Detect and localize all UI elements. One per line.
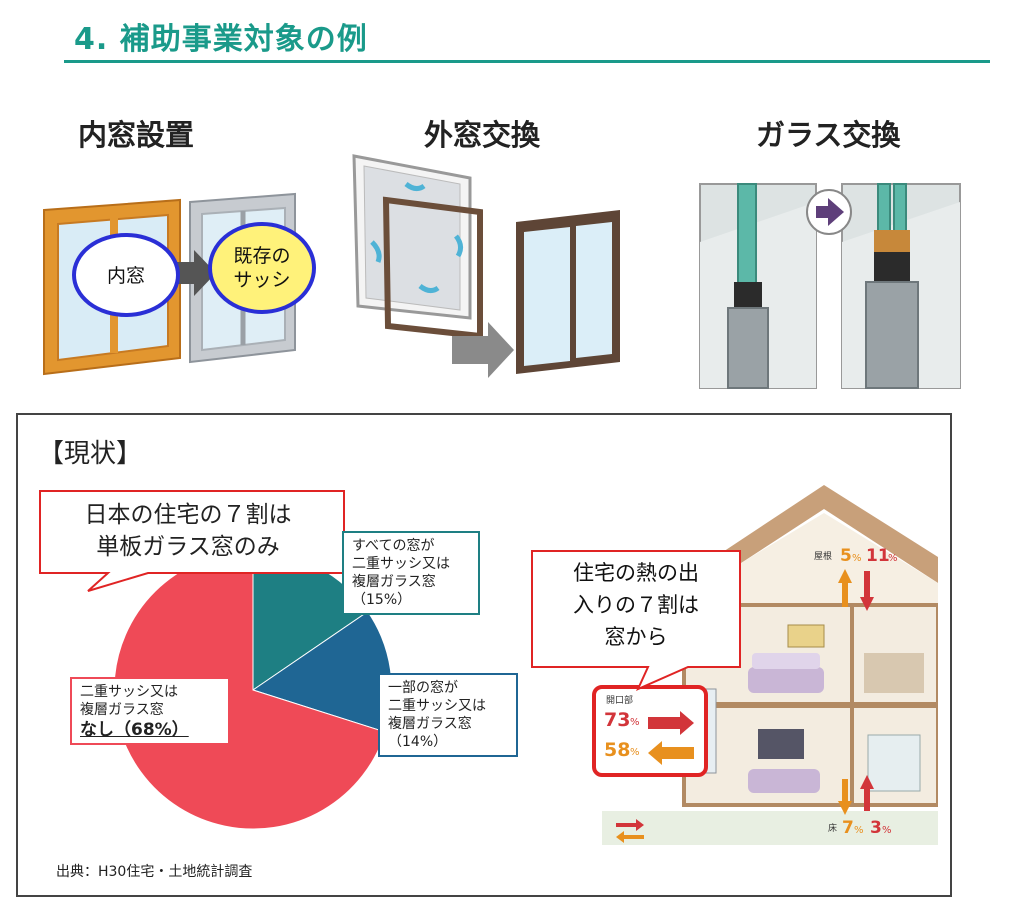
heading-outer-window: 外窓交換 <box>424 118 541 152</box>
source-note: 出典：H30住宅・土地統計調査 <box>56 864 253 880</box>
main-callout-line-2: 単板ガラス窓のみ <box>96 534 280 560</box>
glass-replacement-illustration <box>699 183 961 389</box>
main-callout-line-1: 日本の住宅の７割は <box>84 502 292 528</box>
opening-arrows <box>648 711 694 765</box>
floor-label: 床 <box>828 822 837 834</box>
opening-label: 開口部 <box>606 696 634 706</box>
opening-highlight: 開口部 73 % 58 % <box>592 685 708 777</box>
floor-in-unit: % <box>882 825 892 836</box>
heading-glass: ガラス交換 <box>756 118 901 152</box>
pie-label-partial: 一部の窓が 二重サッシ又は 複層ガラス窓 （14%） <box>378 673 518 757</box>
heat-callout-line-2: 入りの７割は <box>573 593 699 617</box>
roof-label: 屋根 <box>814 550 832 562</box>
inner-window-illustration: 内窓 既存の サッシ <box>43 192 316 376</box>
roof-in-unit: % <box>888 553 898 564</box>
pie-label-none-value: なし（68%） <box>80 720 189 740</box>
pie-label-all-line-1: すべての窓が <box>352 538 435 554</box>
pie-label-all: すべての窓が 二重サッシ又は 複層ガラス窓 （15%） <box>342 531 480 615</box>
status-heading: 【現状】 <box>38 439 143 469</box>
existing-sash-label-2: サッシ <box>233 269 290 291</box>
pie-label-none-line-1: 二重サッシ又は <box>80 684 178 700</box>
heat-callout-line-1: 住宅の熱の出 <box>573 561 699 585</box>
heat-callout-line-3: 窓から <box>604 625 668 649</box>
heat-callout: 住宅の熱の出 入りの７割は 窓から <box>534 557 738 653</box>
floor-out-value: 7 <box>842 818 854 838</box>
roof-out-value: 5 <box>840 546 852 566</box>
pie-label-all-line-4: （15%） <box>352 592 412 608</box>
status-panel: 【現状】 日本の住宅の７割は 単板ガラス窓のみ 二重サッシ又は 複層ガラス窓 な… <box>16 413 952 897</box>
opening-out-value: 73 <box>604 709 631 731</box>
house-illustration: 屋根 5 % 11 % 床 7 % 3 % <box>602 485 938 845</box>
pie-label-partial-line-1: 一部の窓が <box>388 680 458 696</box>
pie-label-none: 二重サッシ又は 複層ガラス窓 なし（68%） <box>70 677 230 745</box>
page-title: 4. 補助事業対象の例 <box>74 22 368 57</box>
roof-out-unit: % <box>852 553 862 564</box>
heat-callout-shape <box>531 550 741 691</box>
existing-sash-label-1: 既存の <box>233 245 290 267</box>
heading-inner-window: 内窓設置 <box>78 118 195 152</box>
floor-out-unit: % <box>854 825 864 836</box>
pie-label-none-line-2: 複層ガラス窓 <box>80 702 164 718</box>
pie-label-all-line-2: 二重サッシ又は <box>352 556 450 572</box>
outer-window-illustration <box>352 154 620 378</box>
main-callout-shape <box>39 490 345 592</box>
opening-in-unit: % <box>630 747 640 758</box>
main-callout: 日本の住宅の７割は 単板ガラス窓のみ <box>48 499 328 563</box>
title-rule <box>64 60 990 63</box>
roof-in-value: 11 <box>866 546 890 566</box>
pie-slice-0 <box>113 550 387 830</box>
pie-label-partial-line-2: 二重サッシ又は <box>388 698 486 714</box>
inner-window-label: 内窓 <box>107 265 145 287</box>
opening-out-unit: % <box>630 717 640 728</box>
floor-in-value: 3 <box>870 818 882 838</box>
pie-label-partial-line-3: 複層ガラス窓 <box>388 716 472 732</box>
pie-label-all-line-3: 複層ガラス窓 <box>352 574 436 590</box>
pie-label-partial-line-4: （14%） <box>388 734 448 750</box>
opening-in-value: 58 <box>604 739 631 761</box>
pie-chart <box>113 550 393 830</box>
